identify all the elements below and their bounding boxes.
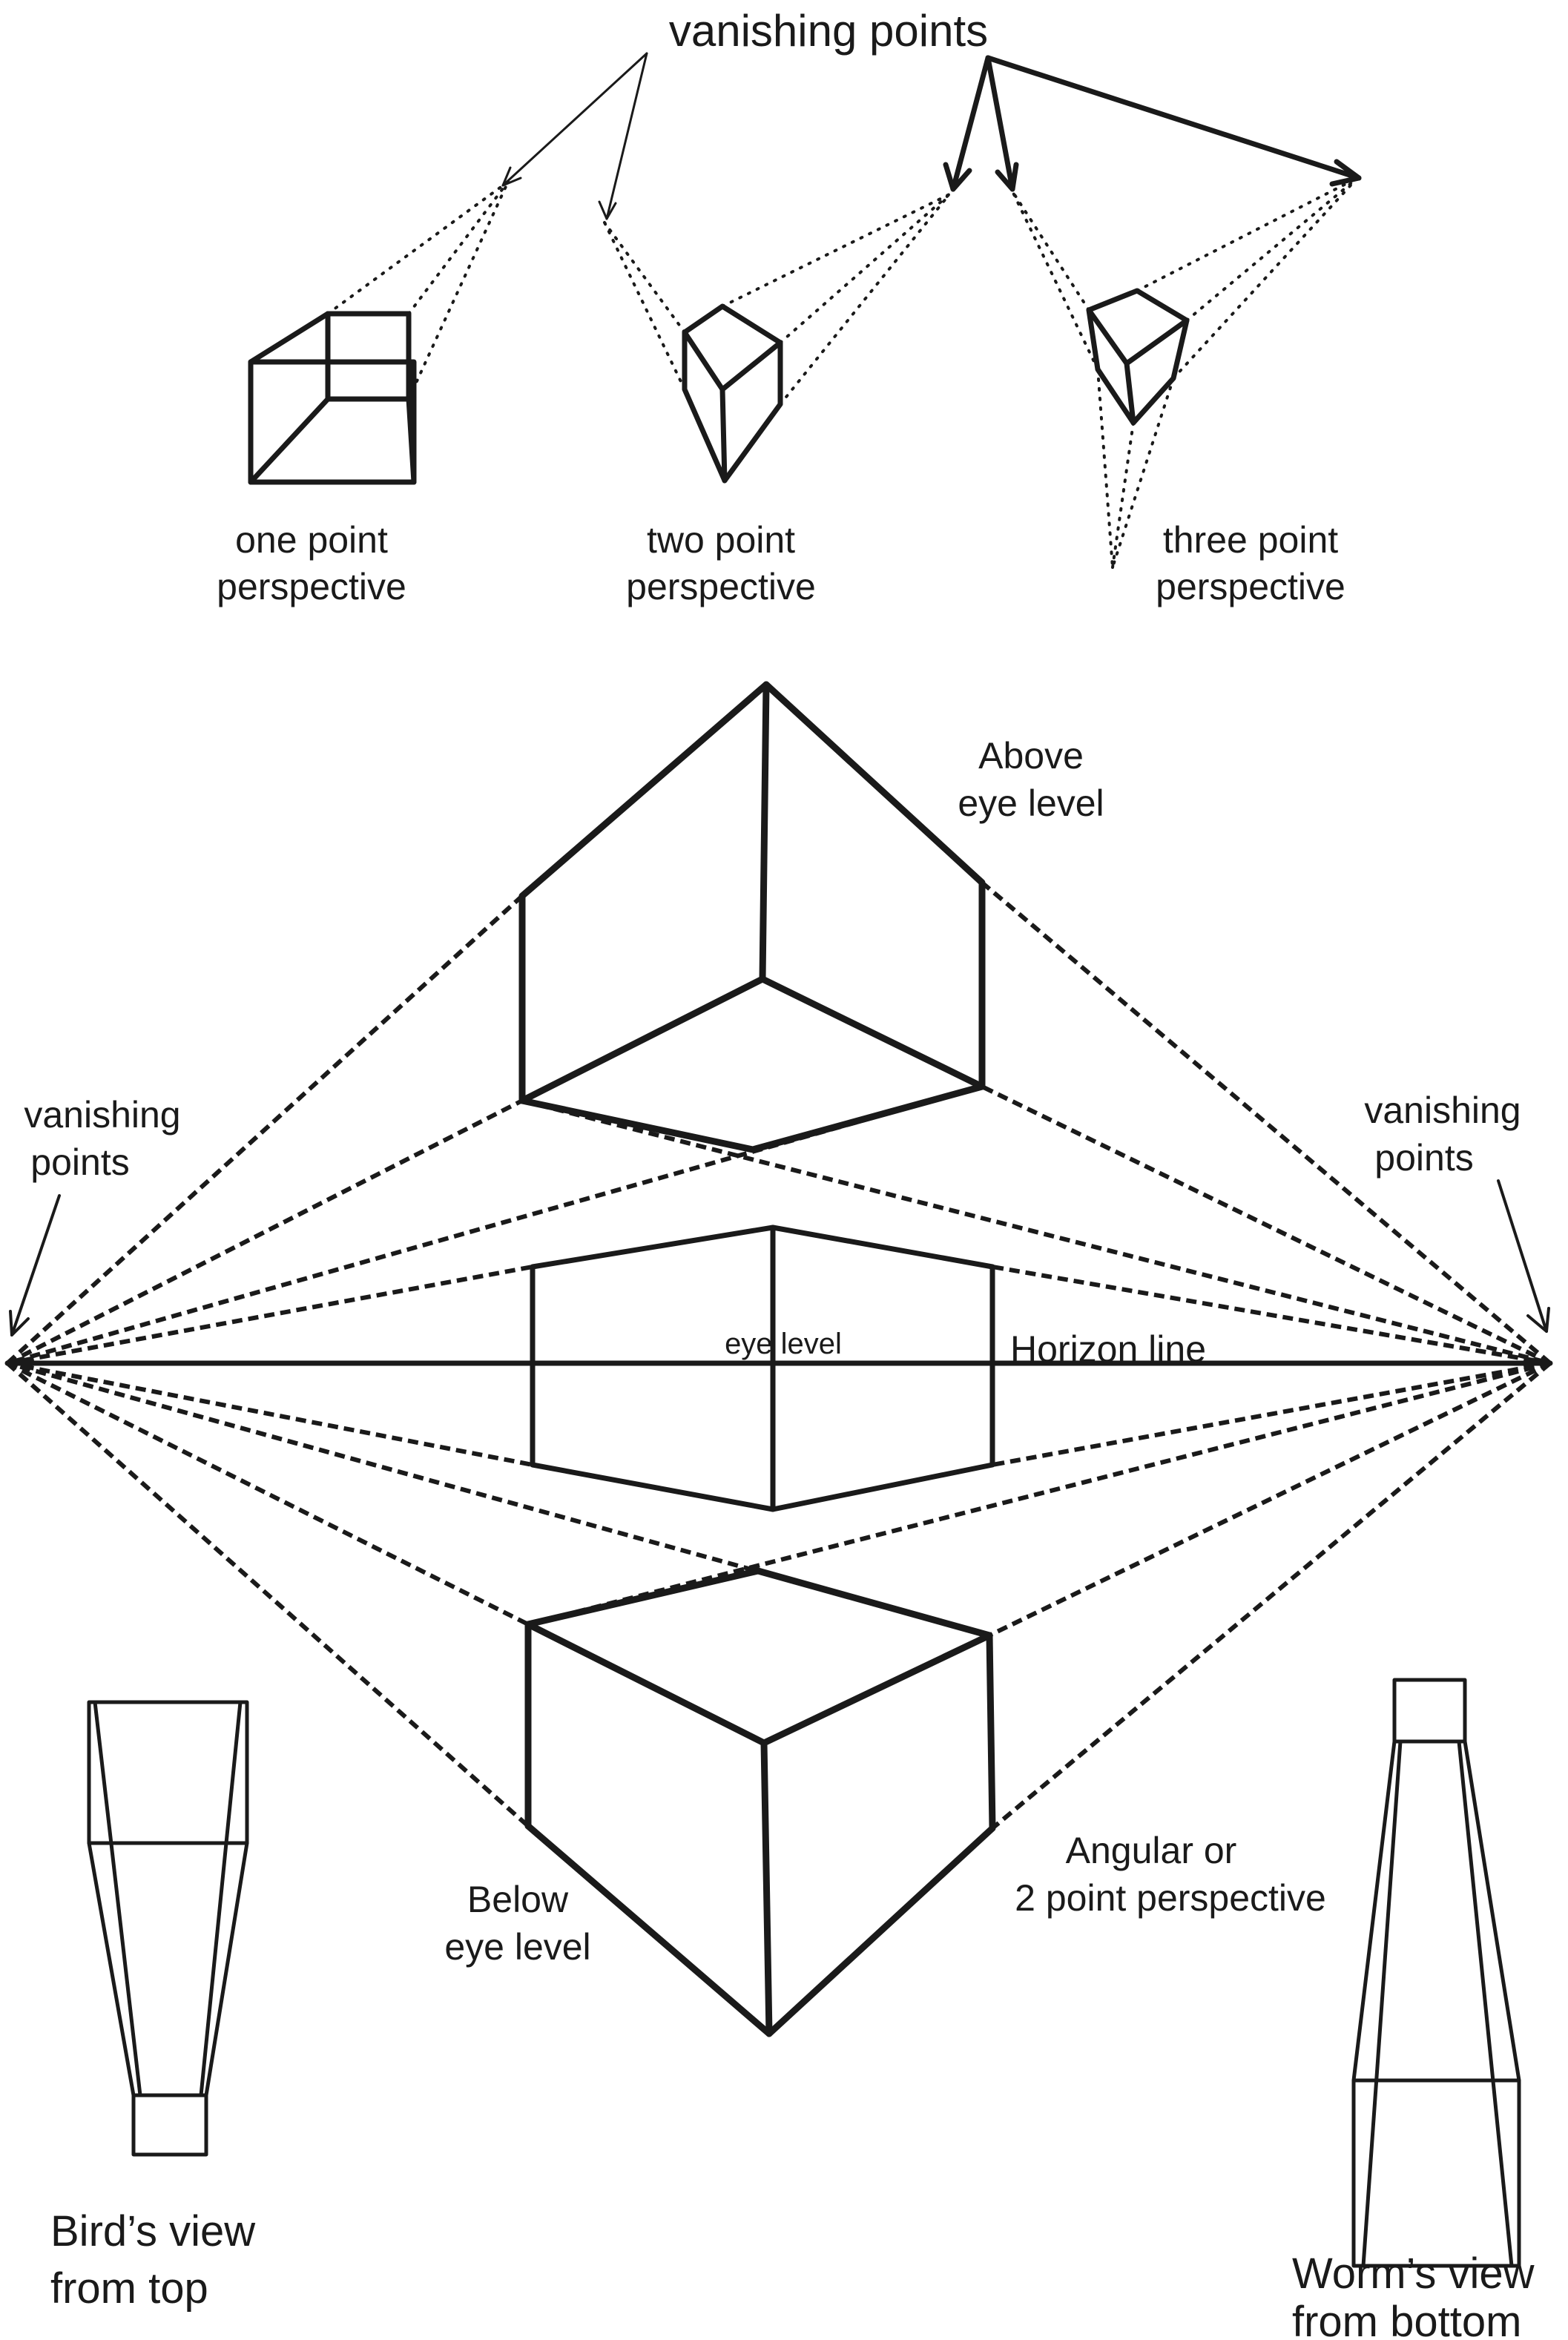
birds-view-tower (87, 1700, 249, 2157)
vanishing-left-line2: points (30, 1141, 129, 1183)
three-point-cube (1011, 177, 1359, 569)
below-eye-level-cube (524, 1567, 996, 2037)
horizon-label: Horizon line (1010, 1328, 1206, 1370)
below-label-line1: Below (467, 1879, 569, 1920)
above-label-line1: Above (978, 735, 1084, 777)
below-label-line2: eye level (444, 1926, 590, 1968)
vanishing-right-line1: vanishing (1364, 1090, 1521, 1131)
vanishing-right-line2: points (1374, 1137, 1473, 1179)
one-point-cube (248, 180, 510, 485)
angular-label-line2: 2 point perspective (1015, 1877, 1326, 1919)
eye-level-box (530, 1225, 995, 1512)
two-point-label-line2: perspective (626, 566, 816, 607)
two-point-label-line1: two point (647, 519, 795, 561)
vanishing-points-title: vanishing points (669, 6, 988, 56)
above-eye-level-cube (518, 681, 986, 1153)
worms-view-tower (1351, 1678, 1521, 2268)
top-arrows (501, 52, 1362, 220)
one-point-label-line2: perspective (217, 566, 406, 607)
vanishing-left-line1: vanishing (24, 1094, 180, 1136)
two-point-cube (603, 193, 951, 484)
one-point-label-line1: one point (235, 519, 388, 561)
angular-label-line1: Angular or (1066, 1830, 1237, 1871)
birds-view-label-line2: from top (50, 2264, 208, 2313)
eye-level-label: eye level (725, 1328, 842, 1360)
vanishing-point-arrows (9, 1179, 1550, 1337)
construction-lines (5, 880, 1552, 1830)
worms-view-label-line1: Worm’s view (1292, 2250, 1535, 2298)
three-point-label-line1: three point (1163, 519, 1338, 561)
three-point-label-line2: perspective (1156, 566, 1345, 607)
worms-view-label-line2: from bottom (1292, 2298, 1521, 2340)
birds-view-label-line1: Bird’s view (50, 2207, 256, 2255)
above-label-line2: eye level (958, 782, 1104, 824)
